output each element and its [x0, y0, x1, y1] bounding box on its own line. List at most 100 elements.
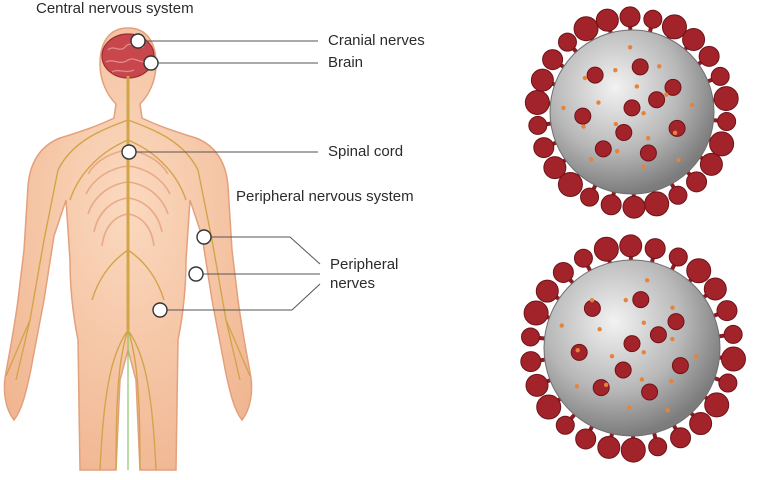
virus-spike: [600, 194, 622, 216]
virus-surface-spike: [641, 383, 659, 401]
virus-surface-spike: [594, 140, 612, 158]
virus-spike: [580, 187, 600, 207]
label-peripheral-nervous-system: Peripheral nervous system: [236, 188, 414, 205]
virus-spike: [643, 9, 663, 29]
virus-protein-dot: [613, 68, 618, 73]
virus-protein-dot: [609, 354, 615, 359]
virus-spike: [644, 238, 666, 260]
virus-protein-dot: [596, 100, 601, 105]
virus-surface-spike: [583, 299, 601, 317]
virus-spike: [668, 247, 688, 267]
virus-protein-dot: [676, 157, 681, 163]
virus-surface-spike: [615, 124, 633, 141]
virus-particle-top: [524, 6, 739, 219]
virus-protein-dot: [588, 157, 594, 162]
virus-protein-dot: [574, 384, 580, 389]
virus-spike: [575, 428, 597, 450]
virus-spike: [682, 28, 706, 52]
nerve-network: [5, 76, 251, 471]
label-central-nervous-system: Central nervous system: [36, 0, 194, 17]
virus-spike: [703, 277, 727, 301]
callout-markers: [121, 33, 212, 318]
virus-protein-dot: [582, 75, 588, 81]
virus-protein-dot: [641, 320, 647, 325]
virus-surface-spike: [632, 291, 650, 309]
virus-spike: [521, 327, 541, 347]
virus-spike: [595, 8, 619, 32]
virus-spike: [557, 171, 583, 197]
label-peripheral-nerves-line1: Peripheral: [330, 256, 399, 273]
virus-spike: [524, 90, 550, 116]
marker-spinal-cord: [121, 144, 137, 160]
human-body-figure: [3, 27, 253, 471]
virus-surface-spike: [639, 144, 657, 162]
virus-surface-spike: [623, 335, 641, 353]
virus-surface-spike: [614, 361, 632, 379]
virus-spike: [689, 412, 713, 436]
virus-surface-spike: [671, 357, 689, 375]
virus-spike: [535, 279, 559, 303]
virus-spike: [716, 300, 738, 322]
virus-surface-spike: [623, 99, 641, 117]
virus-spike: [644, 191, 670, 217]
virus-surface-spike: [570, 343, 588, 361]
virus-spike: [710, 66, 730, 86]
virus-protein-dot: [641, 110, 646, 116]
virus-spike: [573, 16, 599, 42]
virus-protein-dot: [603, 382, 609, 387]
virus-surface-spike: [586, 66, 604, 84]
virus-spike: [557, 32, 577, 52]
virus-spike: [661, 14, 687, 40]
virus-spike: [670, 427, 692, 449]
virus-protein-dot: [664, 92, 669, 97]
virus-spike: [552, 261, 574, 283]
virus-spike: [713, 86, 739, 112]
virus-protein-dot: [669, 378, 674, 384]
virus-spike: [720, 346, 746, 372]
virus-protein-dot: [613, 121, 619, 127]
virus-spike: [622, 195, 646, 219]
virus-protein-dot: [575, 348, 580, 353]
virus-spike: [530, 68, 554, 92]
virus-protein-dot: [627, 45, 633, 50]
virus-spike: [620, 437, 646, 463]
label-peripheral-nerves-line2: nerves: [330, 275, 376, 292]
virus-protein-dot: [614, 148, 620, 154]
virus-spike: [528, 115, 548, 135]
marker-cranial-nerves: [130, 33, 146, 49]
virus-protein-dot: [559, 323, 564, 328]
virus-surface-spike: [649, 326, 667, 344]
virus-protein-dot: [665, 407, 670, 413]
virus-spike: [573, 248, 593, 268]
virus-spike: [520, 351, 542, 373]
virus-protein-dot: [657, 64, 662, 69]
virus-protein-dot: [597, 327, 602, 332]
virus-spike: [542, 49, 564, 71]
virus-surface-spike: [631, 58, 649, 76]
virus-spike: [648, 437, 668, 457]
virus-spike: [717, 111, 737, 131]
virus-spike: [536, 394, 562, 420]
virus-surface-spike: [592, 379, 610, 397]
virus-spike: [686, 171, 708, 193]
virus-spike: [555, 415, 575, 435]
label-cranial-nerves: Cranial nerves: [328, 32, 425, 49]
virus-spike: [533, 137, 555, 159]
marker-peripheral-nerve-2: [188, 266, 204, 282]
virus-spike: [698, 45, 720, 67]
virus-spike: [704, 392, 730, 418]
virus-spike: [699, 152, 723, 176]
virus-spike: [543, 156, 567, 180]
virus-protein-dot: [561, 105, 566, 111]
virus-protein-dot: [589, 297, 595, 303]
virus-spike: [709, 131, 735, 157]
virus-protein-dot: [623, 297, 628, 303]
marker-brain: [143, 55, 159, 71]
virus-protein-dot: [645, 278, 650, 283]
virus-spike: [525, 373, 549, 397]
virus-protein-dot: [670, 305, 675, 310]
marker-peripheral-nerve-1: [196, 229, 212, 245]
virus-protein-dot: [689, 102, 695, 108]
virus-protein-dot: [634, 84, 640, 89]
